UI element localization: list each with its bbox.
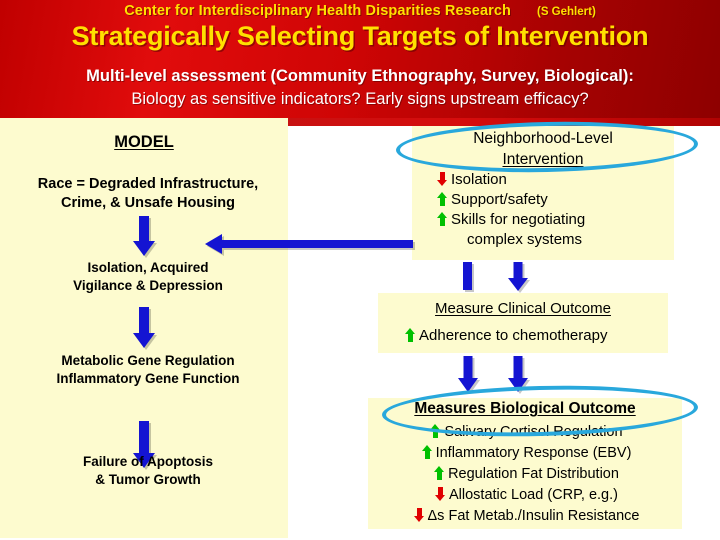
list-item: Support/safety [412, 190, 674, 210]
list-item: Allostatic Load (CRP, e.g.) [368, 485, 682, 506]
model-step-gene: Metabolic Gene Regulation Inflammatory G… [8, 352, 288, 388]
list-item: Isolation [412, 170, 674, 190]
slide-title: Strategically Selecting Targets of Inter… [71, 21, 649, 51]
list-item: Skills for negotiating [412, 210, 674, 230]
list-item-label: Isolation [451, 171, 507, 188]
list-item: Adherence to chemotherapy [378, 326, 668, 346]
model-step-isolation-line1: Isolation, Acquired [87, 260, 209, 275]
list-item-label: Salivary Cortisol Regulation [444, 424, 623, 440]
slide-subtitle-line2: Biology as sensitive indicators? Early s… [131, 90, 589, 108]
up-arrow-icon [402, 326, 419, 346]
down-arrow-icon [432, 485, 449, 506]
header-lower-band [288, 118, 720, 126]
model-step-apoptosis: Failure of Apoptosis & Tumor Growth [8, 453, 288, 489]
flow-arrow-clinical-to-biological-left [455, 356, 481, 394]
model-step-isolation-line2: Vigilance & Depression [73, 278, 223, 293]
biological-item-list: Salivary Cortisol Regulation Inflammator… [368, 422, 682, 527]
up-arrow-icon [434, 210, 451, 230]
flow-arrow-intervention-to-model [205, 234, 413, 254]
clinical-item-list: Adherence to chemotherapy [378, 326, 668, 346]
list-item-label: Inflammatory Response (EBV) [435, 445, 632, 461]
flow-arrow-isolation-to-gene [130, 307, 158, 349]
model-step-apoptosis-line2: & Tumor Growth [95, 472, 201, 487]
list-item-label: Allostatic Load (CRP, e.g.) [449, 487, 618, 503]
slide-subtitle-line1: Multi-level assessment (Community Ethnog… [86, 67, 634, 85]
clinical-outcome-panel [378, 293, 668, 353]
list-item: Regulation Fat Distribution [368, 464, 682, 485]
flow-arrow-neighborhood-to-clinical [505, 262, 531, 292]
header-center-name: Center for Interdisciplinary Health Disp… [0, 3, 720, 19]
down-arrow-icon [411, 506, 428, 527]
flow-arrow-race-to-isolation [130, 216, 158, 256]
list-item-label: Skills for negotiating [451, 211, 586, 228]
model-step-race-line2: Crime, & Unsafe Housing [60, 195, 236, 211]
clinical-outcome-title: Measure Clinical Outcome [435, 300, 611, 317]
neighborhood-title-line1: Neighborhood-Level [473, 130, 613, 147]
model-step-isolation: Isolation, Acquired Vigilance & Depressi… [8, 259, 288, 295]
up-arrow-icon [434, 190, 451, 210]
list-item: Salivary Cortisol Regulation [368, 422, 682, 443]
flow-arrow-clinical-to-biological-right [505, 356, 531, 394]
list-item: Inflammatory Response (EBV) [368, 443, 682, 464]
biological-outcome-panel [368, 398, 682, 529]
flow-connector-bar-left [463, 262, 472, 290]
slide-header: Center for Interdisciplinary Health Disp… [0, 0, 720, 118]
down-arrow-icon [434, 170, 451, 190]
list-item: Δs Fat Metab./Insulin Resistance [368, 506, 682, 527]
biological-outcome-title: Measures Biological Outcome [414, 400, 636, 417]
list-item-label: Regulation Fat Distribution [448, 466, 619, 482]
list-item-label: Adherence to chemotherapy [419, 327, 608, 344]
model-step-apoptosis-line1: Failure of Apoptosis [82, 454, 213, 469]
list-item-label: Support/safety [451, 191, 548, 208]
neighborhood-title-line2: Intervention [502, 151, 584, 168]
neighborhood-intervention-panel [412, 126, 674, 260]
model-heading: MODEL [114, 133, 174, 151]
neighborhood-item-list: Isolation Support/safety Skills for nego… [412, 170, 674, 250]
model-step-race: Race = Degraded Infrastructure, Crime, &… [8, 175, 288, 213]
up-arrow-icon [419, 443, 436, 464]
list-item-label: Δs Fat Metab./Insulin Resistance [427, 508, 640, 524]
up-arrow-icon [427, 422, 444, 443]
neighborhood-item-continuation: complex systems [467, 231, 583, 248]
up-arrow-icon [431, 464, 448, 485]
model-step-gene-line1: Metabolic Gene Regulation [61, 353, 235, 368]
header-author: (S Gehlert) [536, 6, 596, 18]
model-step-gene-line2: Inflammatory Gene Function [56, 371, 240, 386]
neighborhood-title: Neighborhood-Level Intervention [412, 128, 674, 170]
header-center-name-text: Center for Interdisciplinary Health Disp… [124, 3, 511, 19]
flow-arrow-gene-to-apoptosis [130, 421, 158, 469]
model-step-race-line1: Race = Degraded Infrastructure, [37, 176, 259, 192]
